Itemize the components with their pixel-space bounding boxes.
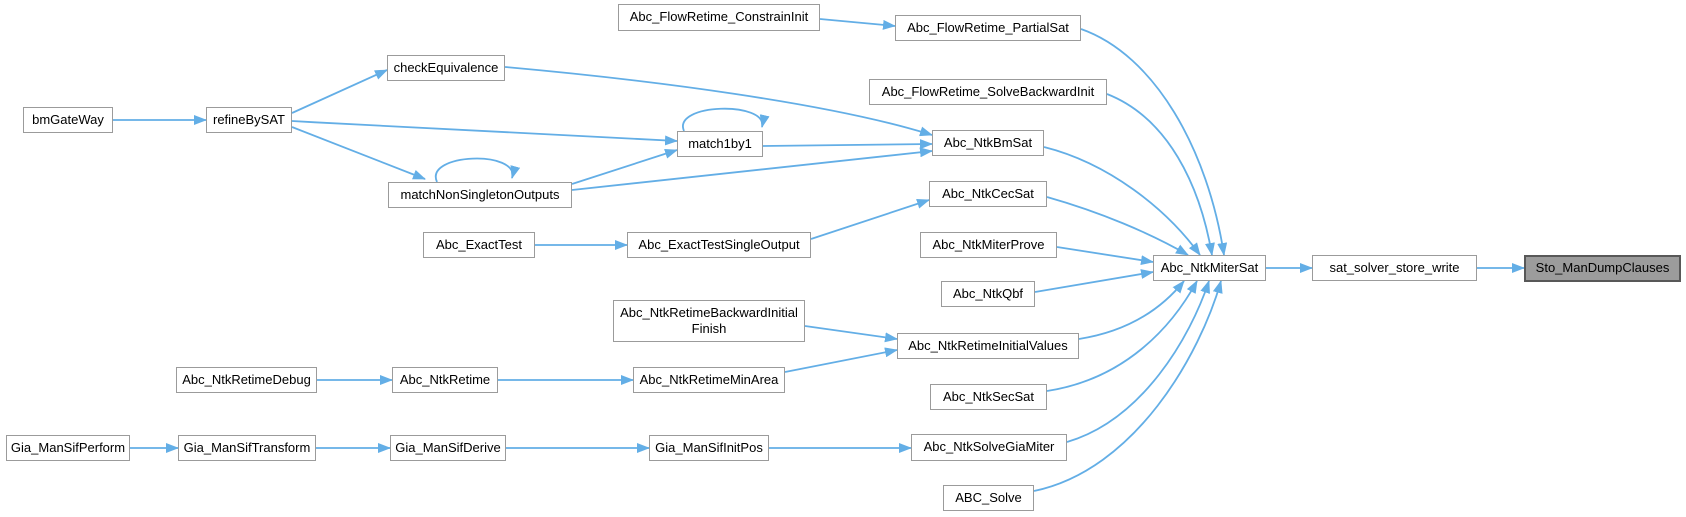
node-label: matchNonSingletonOutputs [400,186,560,202]
node-label: Abc_NtkSolveGiaMiter [923,439,1055,455]
node-label: match1by1 [688,135,752,151]
node-Gia_ManSifInitPos[interactable]: Gia_ManSifInitPos [649,435,769,461]
node-Abc_NtkQbf[interactable]: Abc_NtkQbf [941,281,1035,307]
node-Gia_ManSifTransform[interactable]: Gia_ManSifTransform [178,435,316,461]
edge-matchNonSingletonOutputs-match1by1 [571,148,678,185]
edge-checkEquivalence-Abc_NtkBmSat [504,66,933,137]
node-label: checkEquivalence [393,59,499,75]
node-Abc_ExactTest[interactable]: Abc_ExactTest [423,232,535,258]
edge-Abc_NtkMiterProve-Abc_NtkMiterSat [1056,246,1154,266]
node-Gia_ManSifPerform[interactable]: Gia_ManSifPerform [6,435,130,461]
edge-Abc_NtkRetimeInitialValues-Abc_NtkMiterSat [1078,280,1185,340]
edge-Abc_NtkBmSat-Abc_NtkMiterSat [1043,146,1201,256]
edge-Abc_NtkRetimeBackwardInitialFinish-Abc_NtkRetimeInitialValues [804,325,898,343]
node-Abc_NtkMiterProve[interactable]: Abc_NtkMiterProve [920,232,1057,258]
edge-refineBySAT-matchNonSingletonOutputs [291,126,426,180]
node-Abc_NtkRetimeBackwardInitialFinish[interactable]: Abc_NtkRetimeBackwardInitial Finish [613,300,805,342]
edge-Abc_NtkRetimeMinArea-Abc_NtkRetimeInitialValues [784,347,898,373]
edge-Abc_FlowRetime_ConstrainInit-Abc_FlowRetime_PartialSat [819,18,896,30]
node-Abc_NtkMiterSat[interactable]: Abc_NtkMiterSat [1153,255,1266,281]
node-label: Sto_ManDumpClauses [1535,260,1670,276]
node-label: Abc_NtkBmSat [943,134,1033,150]
node-Abc_NtkBmSat[interactable]: Abc_NtkBmSat [932,130,1044,156]
node-Gia_ManSifDerive[interactable]: Gia_ManSifDerive [390,435,506,461]
node-label: bmGateWay [32,111,104,127]
edge-Abc_NtkCecSat-Abc_NtkMiterSat [1046,196,1189,256]
node-Abc_FlowRetime_ConstrainInit[interactable]: Abc_FlowRetime_ConstrainInit [618,4,820,31]
node-label: Abc_NtkSecSat [942,388,1035,404]
edge-match1by1-Abc_NtkBmSat [762,139,933,150]
node-Abc_NtkSolveGiaMiter[interactable]: Abc_NtkSolveGiaMiter [911,434,1067,461]
node-match1by1[interactable]: match1by1 [677,131,763,157]
node-Sto_ManDumpClauses: Sto_ManDumpClauses [1524,255,1681,282]
node-label: Abc_ExactTestSingleOutput [638,236,800,252]
node-Abc_NtkSecSat[interactable]: Abc_NtkSecSat [930,384,1047,410]
edge-match1by1-self-loop [682,107,770,132]
node-Abc_NtkRetimeMinArea[interactable]: Abc_NtkRetimeMinArea [633,367,785,393]
node-label: refineBySAT [212,111,285,127]
edge-matchNonSingletonOutputs-self-loop [434,157,521,183]
node-matchNonSingletonOutputs[interactable]: matchNonSingletonOutputs [388,182,572,208]
node-label: Abc_NtkMiterProve [932,236,1045,252]
node-label: Gia_ManSifInitPos [655,439,763,455]
node-Abc_NtkRetimeDebug[interactable]: Abc_NtkRetimeDebug [176,367,317,393]
edge-refineBySAT-checkEquivalence [291,69,388,114]
node-label: Abc_NtkRetimeBackwardInitial Finish [620,304,798,336]
edge-Abc_ExactTestSingleOutput-Abc_NtkCecSat [810,199,930,240]
edge-refineBySAT-match1by1 [291,120,678,146]
node-Abc_NtkRetimeInitialValues[interactable]: Abc_NtkRetimeInitialValues [897,333,1079,359]
node-Abc_NtkCecSat[interactable]: Abc_NtkCecSat [929,181,1047,207]
node-Abc_ExactTestSingleOutput[interactable]: Abc_ExactTestSingleOutput [627,232,811,258]
edge-Abc_FlowRetime_PartialSat-Abc_NtkMiterSat [1080,28,1228,256]
edge-Abc_NtkSolveGiaMiter-Abc_NtkMiterSat [1066,280,1210,443]
node-label: Abc_NtkRetimeInitialValues [908,337,1068,353]
node-checkEquivalence[interactable]: checkEquivalence [387,55,505,81]
edge-Abc_FlowRetime_SolveBackwardInit-Abc_NtkMiterSat [1106,93,1215,256]
edge-matchNonSingletonOutputs-Abc_NtkBmSat [571,147,933,191]
node-label: Abc_FlowRetime_PartialSat [907,19,1069,35]
node-label: Abc_NtkRetimeDebug [182,371,311,387]
node-Abc_FlowRetime_SolveBackwardInit[interactable]: Abc_FlowRetime_SolveBackwardInit [869,79,1107,105]
node-label: ABC_Solve [955,489,1022,505]
edge-Abc_NtkSecSat-Abc_NtkMiterSat [1046,280,1198,392]
node-label: Abc_FlowRetime_SolveBackwardInit [881,83,1095,99]
edge-ABC_Solve-Abc_NtkMiterSat [1033,280,1223,492]
node-label: Abc_NtkRetimeMinArea [639,371,779,387]
node-label: sat_solver_store_write [1329,259,1460,275]
node-ABC_Solve[interactable]: ABC_Solve [943,485,1034,511]
node-sat_solver_store_write[interactable]: sat_solver_store_write [1312,255,1477,281]
node-Abc_FlowRetime_PartialSat[interactable]: Abc_FlowRetime_PartialSat [895,15,1081,41]
node-label: Abc_FlowRetime_ConstrainInit [629,9,809,25]
node-label: Abc_ExactTest [436,236,522,252]
node-label: Abc_NtkMiterSat [1160,259,1259,275]
node-label: Gia_ManSifPerform [10,439,126,455]
node-label: Abc_NtkQbf [952,285,1024,301]
node-label: Abc_NtkRetime [399,371,491,387]
node-label: Gia_ManSifTransform [183,439,311,455]
node-Abc_NtkRetime[interactable]: Abc_NtkRetime [392,367,498,393]
node-refineBySAT[interactable]: refineBySAT [206,107,292,133]
node-bmGateWay[interactable]: bmGateWay [23,107,113,133]
node-label: Gia_ManSifDerive [395,439,501,455]
node-label: Abc_NtkCecSat [942,185,1034,201]
edge-Abc_NtkQbf-Abc_NtkMiterSat [1034,269,1154,293]
